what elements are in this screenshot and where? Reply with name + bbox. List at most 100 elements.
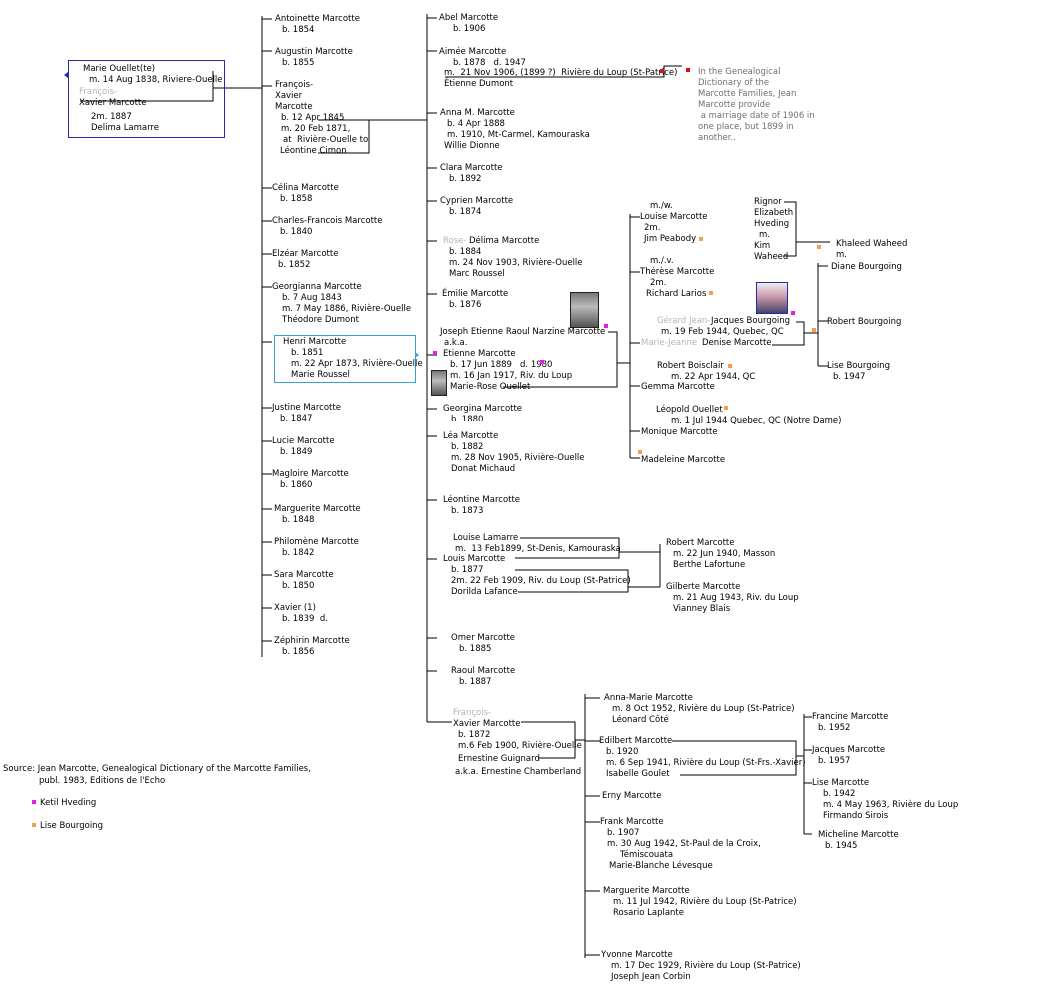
fx-l2: Xavier xyxy=(275,91,303,101)
person-augustin[interactable]: Augustin Marcotte xyxy=(275,47,353,57)
therese-l0: m./.v. xyxy=(650,256,674,266)
person-magloire[interactable]: Magloire Marcotte xyxy=(272,469,349,479)
bourgoing-photo[interactable] xyxy=(756,282,788,314)
source-l2: publ. 1983, Editions de l'Echo xyxy=(39,776,166,786)
henri-box[interactable] xyxy=(274,335,416,383)
joseph-l1[interactable]: Joseph Etienne Raoul Narzine Marcotte xyxy=(440,327,606,337)
joseph-l2: a.k.a. xyxy=(444,338,468,348)
yvonne-l3: Joseph Jean Corbin xyxy=(611,972,691,982)
person-antoinette[interactable]: Antoinette Marcotte xyxy=(275,14,360,24)
lea-l1[interactable]: Léa Marcotte xyxy=(443,431,499,441)
denise-l1[interactable]: Denise Marcotte xyxy=(702,338,772,348)
khaleed-l2: m. xyxy=(836,250,847,260)
erny-l1[interactable]: Erny Marcotte xyxy=(602,791,662,801)
boisclair-l1: Robert Boisclair xyxy=(657,361,724,371)
marie-rose-photo[interactable] xyxy=(431,370,447,396)
annam-l1[interactable]: Anna-Marie Marcotte xyxy=(604,693,693,703)
lisebg-l1[interactable]: Lise Bourgoing xyxy=(827,361,890,371)
gilberte-l2: m. 21 Aug 1943, Riv. du Loup xyxy=(673,593,799,603)
ketil-marker xyxy=(540,360,544,364)
date-elzear: b. 1852 xyxy=(278,260,311,270)
louisem-l1[interactable]: Louise Marcotte xyxy=(640,212,708,222)
louis-l3: 2m. 22 Feb 1909, Riv. du Loup (St-Patric… xyxy=(451,576,631,586)
fx-spouse: Léontine Cimon xyxy=(280,146,347,156)
gerard-l2: m. 19 Feb 1944, Quebec, QC xyxy=(661,327,784,337)
louis-l1[interactable]: Louis Marcotte xyxy=(443,554,506,564)
marguerite2-l1[interactable]: Marguerite Marcotte xyxy=(603,886,690,896)
person-zephirin[interactable]: Zéphirin Marcotte xyxy=(274,636,350,646)
fx-birth: b. 12 Apr 1845 xyxy=(281,113,345,123)
gilberte-l1[interactable]: Gilberte Marcotte xyxy=(666,582,741,592)
raoul-l1[interactable]: Raoul Marcotte xyxy=(451,666,516,676)
robertm-l1[interactable]: Robert Marcotte xyxy=(666,538,735,548)
person-sara[interactable]: Sara Marcotte xyxy=(274,570,334,580)
ketil-marker xyxy=(791,311,795,315)
person-celina[interactable]: Célina Marcotte xyxy=(272,183,339,193)
person-marguerite[interactable]: Marguerite Marcotte xyxy=(274,504,361,514)
fx2-l1[interactable]: Xavier Marcotte xyxy=(453,719,521,729)
robertb-l1[interactable]: Robert Bourgoing xyxy=(827,317,902,327)
cyprien-l1[interactable]: Cyprien Marcotte xyxy=(440,196,514,206)
henri-expand-arrow[interactable] xyxy=(415,352,419,358)
khaleed-l1[interactable]: Khaleed Waheed xyxy=(836,239,908,249)
gemma-l1[interactable]: Gemma Marcotte xyxy=(641,382,715,392)
henri-l1[interactable]: Henri Marcotte xyxy=(283,337,347,347)
therese-l1[interactable]: Thérèse Marcotte xyxy=(640,267,715,277)
person-charles[interactable]: Charles-Francois Marcotte xyxy=(272,216,383,226)
lea-l2: b. 1882 xyxy=(451,442,484,452)
georgianna-l1[interactable]: Georgianna Marcotte xyxy=(272,282,362,292)
madeleine-l1[interactable]: Madeleine Marcotte xyxy=(641,455,726,465)
note-l2: Dictionary of the xyxy=(698,78,770,88)
lisem-l1[interactable]: Lise Marcotte xyxy=(812,778,870,788)
note-l4: Marcotte provide xyxy=(698,100,771,110)
aimee-l1[interactable]: Aimée Marcotte xyxy=(439,47,507,57)
clara-l1[interactable]: Clara Marcotte xyxy=(440,163,503,173)
lise-marker xyxy=(638,450,642,454)
yvonne-l1[interactable]: Yvonne Marcotte xyxy=(601,950,673,960)
jacques-l2: b. 1957 xyxy=(818,756,851,766)
micheline-l1[interactable]: Micheline Marcotte xyxy=(818,830,899,840)
abel-l1[interactable]: Abel Marcotte xyxy=(439,13,499,23)
person-justine[interactable]: Justine Marcotte xyxy=(272,403,341,413)
aimee-l3: m. 21 Nov 1906, (1899 ?) Rivière du Loup… xyxy=(444,68,678,78)
ouellet-l2: m. 1 Jul 1944 Quebec, QC (Notre Dame) xyxy=(671,416,842,426)
frank-l1[interactable]: Frank Marcotte xyxy=(600,817,664,827)
note-l1: In the Genealogical xyxy=(698,67,781,77)
georgianna-l2: b. 7 Aug 1843 xyxy=(282,293,342,303)
person-xavier1[interactable]: Xavier (1) xyxy=(274,603,316,613)
person-lucie[interactable]: Lucie Marcotte xyxy=(272,436,335,446)
anna-l1[interactable]: Anna M. Marcotte xyxy=(440,108,515,118)
fx-l1[interactable]: François- xyxy=(275,80,314,90)
emilie-l1[interactable]: Émilie Marcotte xyxy=(442,289,509,299)
marguerite2-l3: Rosario Laplante xyxy=(613,908,684,918)
diane-l1[interactable]: Diane Bourgoing xyxy=(831,262,902,272)
rose-l1[interactable]: Délima Marcotte xyxy=(469,236,540,246)
edilbert-l1[interactable]: Edilbert Marcotte xyxy=(599,736,673,746)
jacques-l1[interactable]: Jacques Marcotte xyxy=(812,745,886,755)
rose-l2: b. 1884 xyxy=(449,247,482,257)
georgina-l1[interactable]: Georgina Marcotte xyxy=(443,404,523,414)
note-marker-2 xyxy=(686,68,690,72)
leontine-l1[interactable]: Léontine Marcotte xyxy=(443,495,521,505)
georgina-l2: b. 1880 xyxy=(451,415,484,421)
date-marguerite: b. 1848 xyxy=(282,515,315,525)
omer-l1[interactable]: Omer Marcotte xyxy=(451,633,516,643)
fx-l3: Marcotte xyxy=(275,102,313,112)
joseph-l6: Marie-Rose Ouellet xyxy=(450,382,531,392)
rignor-l1[interactable]: Rignor xyxy=(754,197,782,207)
person-philomene[interactable]: Philomène Marcotte xyxy=(274,537,359,547)
root-expand-arrow[interactable] xyxy=(64,72,68,78)
gerard-l1[interactable]: Jacques Bourgoing xyxy=(711,316,791,326)
rignor-l4: m. xyxy=(759,230,770,240)
date-augustin: b. 1855 xyxy=(282,58,315,68)
date-sara: b. 1850 xyxy=(282,581,315,591)
root-box[interactable] xyxy=(68,60,225,138)
person-elzear[interactable]: Elzéar Marcotte xyxy=(272,249,339,259)
lise-marker xyxy=(724,406,728,410)
monique-l1[interactable]: Monique Marcotte xyxy=(641,427,718,437)
etienne-photo[interactable] xyxy=(570,292,599,328)
legend-lise: Lise Bourgoing xyxy=(40,821,103,831)
francine-l1[interactable]: Francine Marcotte xyxy=(812,712,889,722)
joseph-l3: Etienne Marcotte xyxy=(443,349,516,359)
frank-l3: m. 30 Aug 1942, St-Paul de la Croix, xyxy=(607,839,761,849)
